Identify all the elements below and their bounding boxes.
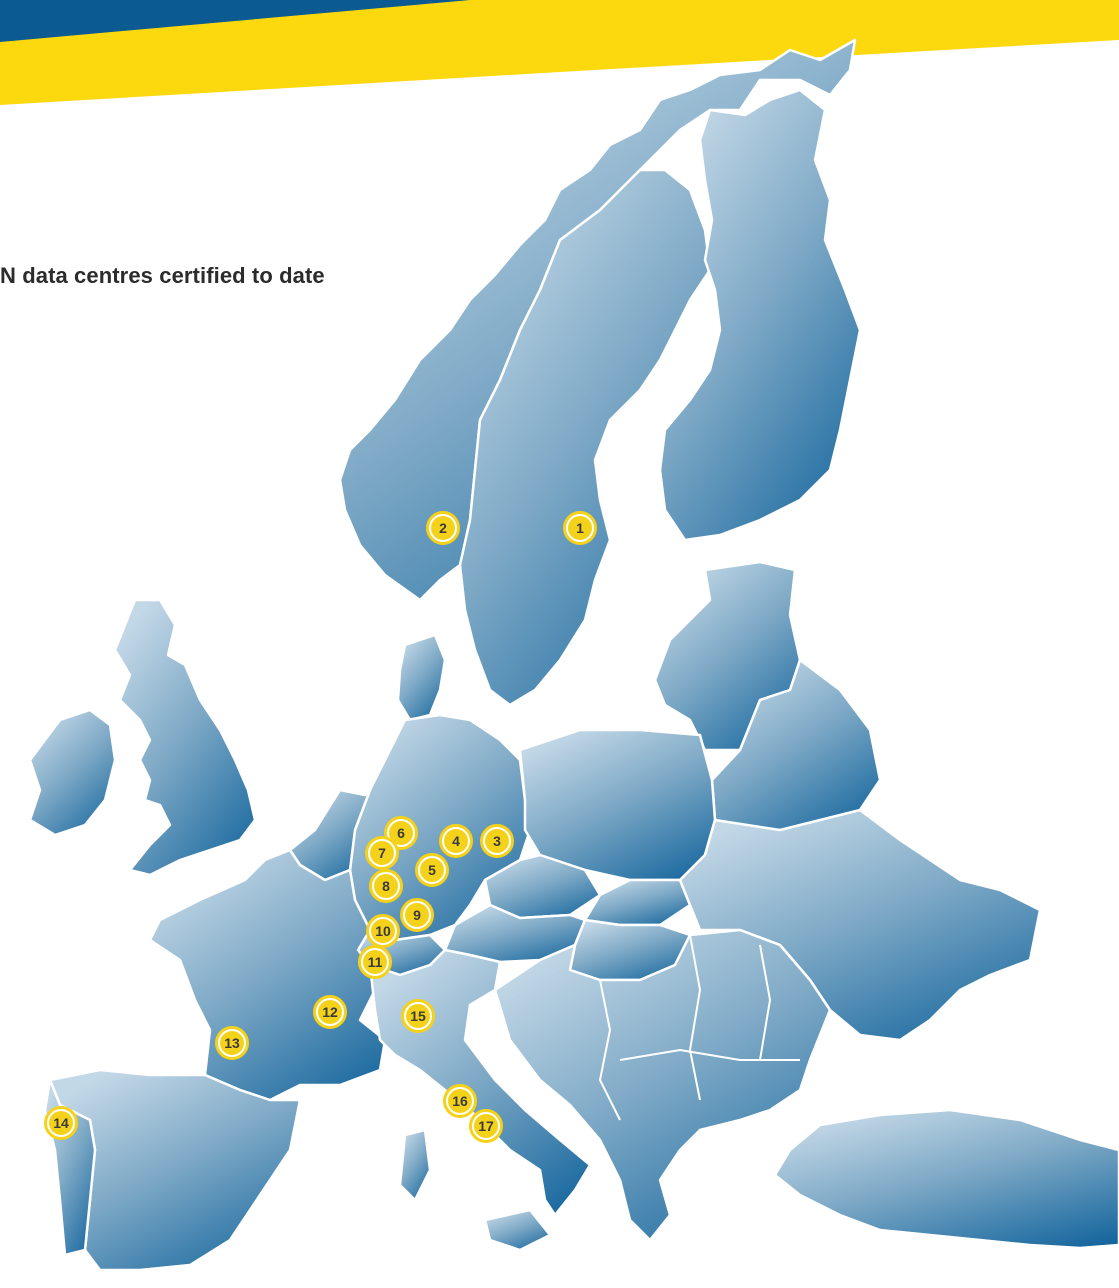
marker-16[interactable]: 16 (443, 1084, 477, 1118)
marker-label: 3 (485, 829, 509, 853)
country-turkey (773, 1108, 1119, 1250)
marker-label: 2 (431, 516, 455, 540)
marker-2[interactable]: 2 (426, 511, 460, 545)
marker-label: 12 (318, 1000, 342, 1024)
marker-label: 5 (420, 858, 444, 882)
country-ukraine (678, 808, 1042, 1042)
island-sicily (483, 1208, 552, 1252)
marker-3[interactable]: 3 (480, 824, 514, 858)
marker-14[interactable]: 14 (44, 1106, 78, 1140)
marker-label: 11 (363, 950, 387, 974)
country-denmark (396, 633, 447, 722)
country-balkans (493, 928, 832, 1242)
map-title: N data centres certified to date (0, 263, 325, 288)
island-sardinia (398, 1128, 432, 1202)
marker-9[interactable]: 9 (400, 898, 434, 932)
marker-label: 17 (474, 1114, 498, 1138)
country-slovakia (583, 878, 692, 927)
banner-blue (0, 0, 470, 42)
country-uk (113, 598, 257, 877)
marker-6[interactable]: 6 (384, 816, 418, 850)
marker-label: 10 (371, 919, 395, 943)
marker-label: 1 (568, 516, 592, 540)
marker-label: 7 (370, 841, 394, 865)
marker-1[interactable]: 1 (563, 511, 597, 545)
marker-5[interactable]: 5 (415, 853, 449, 887)
country-finland (658, 88, 862, 542)
marker-8[interactable]: 8 (369, 869, 403, 903)
country-france (148, 848, 387, 1102)
marker-4[interactable]: 4 (439, 824, 473, 858)
marker-label: 9 (405, 903, 429, 927)
marker-label: 15 (406, 1004, 430, 1028)
marker-label: 8 (374, 874, 398, 898)
marker-10[interactable]: 10 (366, 914, 400, 948)
marker-12[interactable]: 12 (313, 995, 347, 1029)
country-sweden (458, 168, 712, 707)
border-lines (598, 934, 800, 1121)
land (28, 38, 1119, 1272)
marker-11[interactable]: 11 (358, 945, 392, 979)
country-ireland (28, 708, 117, 837)
marker-label: 13 (220, 1031, 244, 1055)
marker-label: 16 (448, 1089, 472, 1113)
marker-label: 14 (49, 1111, 73, 1135)
marker-15[interactable]: 15 (401, 999, 435, 1033)
marker-13[interactable]: 13 (215, 1026, 249, 1060)
marker-7[interactable]: 7 (365, 836, 399, 870)
country-norway (338, 38, 857, 602)
marker-label: 4 (444, 829, 468, 853)
marker-17[interactable]: 17 (469, 1109, 503, 1143)
country-baltics (653, 560, 802, 752)
banner-yellow (0, 0, 1119, 105)
